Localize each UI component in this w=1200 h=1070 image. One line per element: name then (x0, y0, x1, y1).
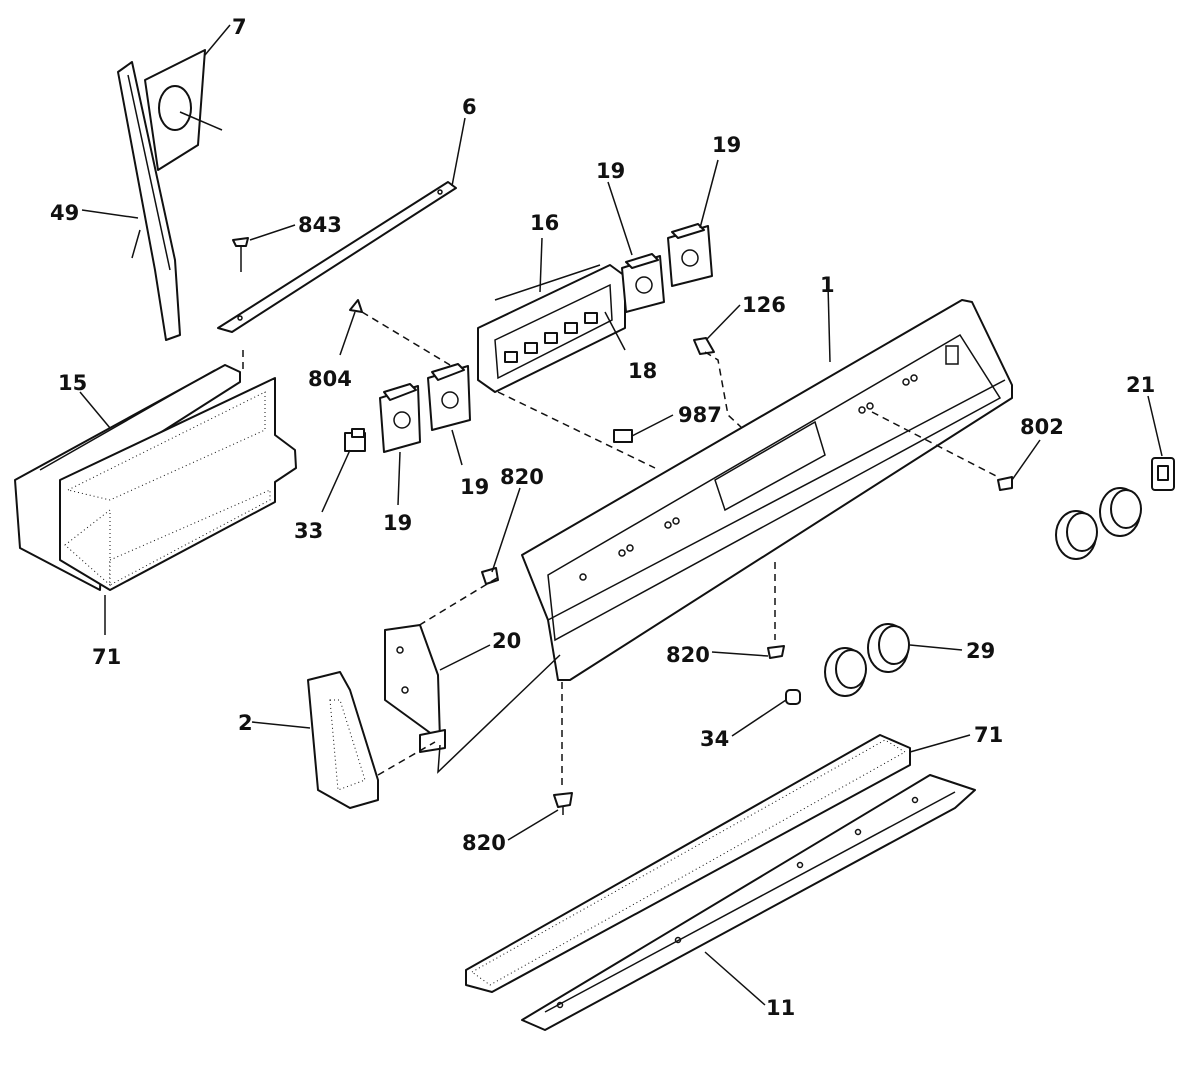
label-1: 1 (820, 273, 835, 297)
label-19-lower-b: 19 (460, 475, 489, 499)
label-49: 49 (50, 201, 79, 225)
label-15: 15 (58, 371, 87, 395)
part-21-clip (1151, 457, 1175, 491)
nut-804 (349, 299, 363, 313)
label-804: 804 (308, 367, 352, 391)
screw-126 (693, 337, 715, 355)
label-6: 6 (462, 95, 477, 119)
label-34: 34 (700, 727, 729, 751)
part-2-end-piece (307, 671, 379, 809)
part-987-clip (613, 429, 633, 443)
part-11-bottom-trim (521, 774, 976, 1031)
label-29: 29 (966, 639, 995, 663)
part-6-rod (217, 181, 457, 333)
screw-820-a (481, 567, 499, 585)
part-34-spacer (785, 689, 801, 705)
label-11: 11 (766, 996, 795, 1020)
screw-820-c (553, 792, 573, 815)
label-18: 18 (628, 359, 657, 383)
label-71-a: 71 (92, 645, 121, 669)
label-33: 33 (294, 519, 323, 543)
part-7-plate (144, 49, 223, 171)
knob-right-b (1099, 487, 1142, 537)
label-7: 7 (232, 15, 247, 39)
label-820-b: 820 (666, 643, 710, 667)
switch-19-lower-b (427, 363, 471, 431)
label-843: 843 (298, 213, 342, 237)
part-71-trim-strip (465, 734, 911, 993)
label-126: 126 (742, 293, 786, 317)
switch-19-upper-a (621, 253, 665, 313)
screw-802 (997, 476, 1013, 491)
label-21: 21 (1126, 373, 1155, 397)
screw-843 (232, 237, 249, 272)
part-16-control-board (477, 264, 626, 393)
part-20-bracket (384, 624, 446, 753)
label-19-lower-a: 19 (383, 511, 412, 535)
part-33-clip (344, 428, 366, 452)
switch-19-lower-a (379, 383, 421, 453)
screw-820-b (767, 645, 785, 659)
knob-right-a (1055, 510, 1098, 560)
knob-29-a (824, 647, 867, 697)
label-820-c: 820 (462, 831, 506, 855)
label-802: 802 (1020, 415, 1064, 439)
part-1-console-panel (521, 299, 1013, 681)
label-71-b: 71 (974, 723, 1003, 747)
label-987: 987 (678, 403, 722, 427)
label-20: 20 (492, 629, 521, 653)
part-15-end-cap (14, 350, 297, 591)
leader-lines (79, 24, 1163, 1006)
switch-19-upper-b (667, 223, 713, 287)
label-19-upper-b: 19 (712, 133, 741, 157)
label-820-a: 820 (500, 465, 544, 489)
part-49-bracket (117, 61, 181, 341)
label-19-upper-a: 19 (596, 159, 625, 183)
label-16: 16 (530, 211, 559, 235)
knob-29-b (867, 623, 910, 673)
label-2: 2 (238, 711, 253, 735)
